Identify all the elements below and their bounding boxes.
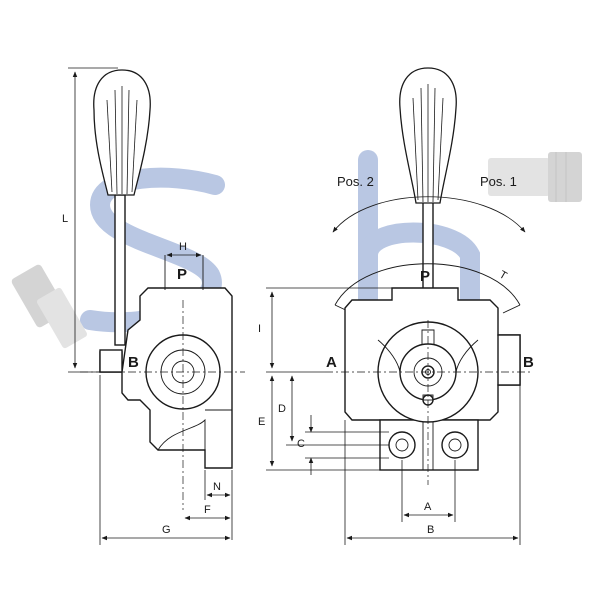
side-view: P B L H N F G [62,67,245,545]
front-port-p-label: P [420,268,430,285]
dim-e-label: E [258,416,265,428]
lever-fork [421,329,435,345]
swing-arc [334,263,521,306]
dim-a-label: A [424,501,432,513]
dim-d-label: D [278,403,286,415]
dim-i-label: I [258,323,261,335]
front-port-b-label: B [523,354,534,371]
lever-rod [114,194,126,346]
dim-f-label: F [204,504,211,516]
front-port-a-label: A [326,354,337,371]
dim-n-label: N [213,481,221,493]
pos-arc [332,196,526,233]
dim-b-label: B [427,524,434,536]
front-lever-knob-ribs [412,84,444,203]
front-right-boss [497,334,521,386]
side-stub [99,349,123,373]
side-port-b-label: B [128,354,139,371]
flange-hole-right [441,431,469,459]
lever-knob-ribs [106,86,138,195]
dim-l-label: L [62,213,68,225]
watermark-h-arch [358,222,480,360]
watermark-fitting-right [488,152,582,202]
watermark-fitting-left [11,264,88,349]
pos-2-label: Pos. 2 [337,174,374,189]
tank-t-label: T [497,269,509,283]
pos-1-label: Pos. 1 [480,174,517,189]
flange-hole-left [388,431,416,459]
dim-h-label: H [179,241,187,253]
front-view: Pos. 2 Pos. 1 T P [258,67,534,545]
side-flange-step [157,418,206,468]
side-port-p-label: P [177,266,187,283]
dim-c-label: C [297,438,305,450]
dim-g-label: G [162,524,171,536]
